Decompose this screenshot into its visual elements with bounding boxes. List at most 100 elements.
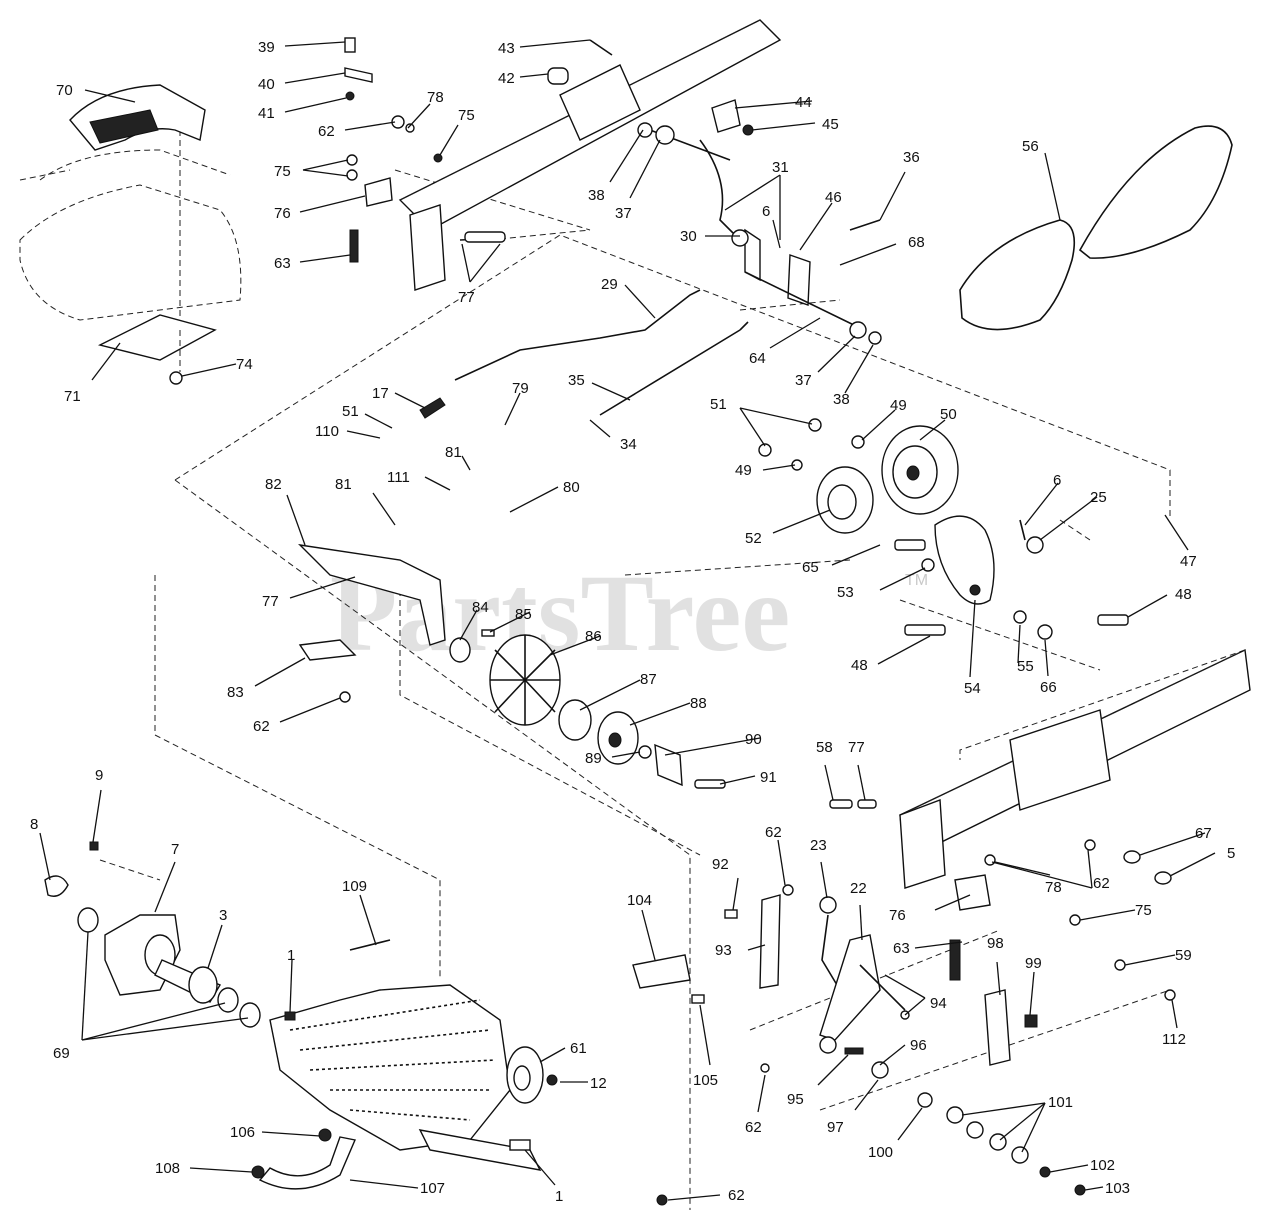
- callout-34: 34: [620, 436, 637, 453]
- callout-108: 108: [155, 1160, 180, 1177]
- callout-51: 51: [342, 403, 359, 420]
- callout-61: 61: [570, 1040, 587, 1057]
- callout-37b: 37: [795, 372, 812, 389]
- callout-62e: 62: [745, 1119, 762, 1136]
- callout-62f: 62: [728, 1187, 745, 1204]
- callout-48: 48: [1175, 586, 1192, 603]
- callout-41: 41: [258, 105, 275, 122]
- callout-106: 106: [230, 1124, 255, 1141]
- callout-62c: 62: [765, 824, 782, 841]
- callout-100: 100: [868, 1144, 893, 1161]
- callout-55: 55: [1017, 658, 1034, 675]
- callout-65: 65: [802, 559, 819, 576]
- callout-112: 112: [1162, 1031, 1186, 1048]
- callout-86: 86: [585, 628, 602, 645]
- callout-103: 103: [1105, 1180, 1130, 1197]
- callout-44: 44: [795, 94, 812, 111]
- callout-105: 105: [693, 1072, 718, 1089]
- callout-76: 76: [274, 205, 291, 222]
- callout-84: 84: [472, 599, 489, 616]
- callout-78: 78: [427, 89, 444, 106]
- callout-88: 88: [690, 695, 707, 712]
- fan-assembly: [298, 543, 726, 789]
- callout-3: 3: [219, 907, 227, 924]
- callout-67: 67: [1195, 825, 1212, 842]
- callout-75b: 75: [274, 163, 291, 180]
- callout-49b: 49: [735, 462, 752, 479]
- callout-80: 80: [563, 479, 580, 496]
- callout-77: 77: [458, 289, 475, 306]
- shift-linkage: [632, 884, 910, 1079]
- callout-31: 31: [772, 159, 789, 176]
- callout-59: 59: [1175, 947, 1192, 964]
- callout-70: 70: [56, 82, 73, 99]
- callout-95: 95: [787, 1091, 804, 1108]
- callout-labels: 39 40 41 43 42 44 45 70 62 78 75 75 76 6…: [30, 39, 1235, 1205]
- callout-79: 79: [512, 380, 529, 397]
- callout-102: 102: [1090, 1157, 1115, 1174]
- callout-25: 25: [1090, 489, 1107, 506]
- callout-37: 37: [615, 205, 632, 222]
- callout-64: 64: [749, 350, 766, 367]
- callout-42: 42: [498, 70, 515, 87]
- callout-104: 104: [627, 892, 652, 909]
- callout-62d: 62: [1093, 875, 1110, 892]
- fan-blades: [489, 634, 561, 726]
- callout-6b: 6: [1053, 472, 1061, 489]
- callout-62b: 62: [253, 718, 270, 735]
- callout-94: 94: [930, 995, 947, 1012]
- frame-upper: [398, 19, 881, 329]
- callout-107: 107: [420, 1180, 445, 1197]
- callout-81b: 81: [335, 476, 352, 493]
- callout-75: 75: [458, 107, 475, 124]
- callout-47: 47: [1180, 553, 1197, 570]
- callout-8: 8: [30, 816, 38, 833]
- callout-68: 68: [908, 234, 925, 251]
- callout-36: 36: [903, 149, 920, 166]
- callout-109: 109: [342, 878, 367, 895]
- callout-66: 66: [1040, 679, 1057, 696]
- callout-30: 30: [680, 228, 697, 245]
- callout-77c: 77: [848, 739, 865, 756]
- callout-12: 12: [590, 1075, 607, 1092]
- transmission: [251, 984, 558, 1190]
- callout-17: 17: [372, 385, 389, 402]
- callout-91: 91: [760, 769, 777, 786]
- callout-85: 85: [515, 606, 532, 623]
- callout-35: 35: [568, 372, 585, 389]
- callout-1: 1: [287, 947, 295, 964]
- hood-assembly: [19, 84, 242, 385]
- callout-99: 99: [1025, 955, 1042, 972]
- callout-78b: 78: [1045, 879, 1062, 896]
- callout-75c: 75: [1135, 902, 1152, 919]
- callout-53: 53: [837, 584, 854, 601]
- callout-81: 81: [445, 444, 462, 461]
- callout-69: 69: [53, 1045, 70, 1062]
- assembly-outlines: [19, 100, 1246, 1210]
- callout-40: 40: [258, 76, 275, 93]
- callout-97: 97: [827, 1119, 844, 1136]
- callout-77b: 77: [262, 593, 279, 610]
- callout-63b: 63: [893, 940, 910, 957]
- callout-58: 58: [816, 739, 833, 756]
- linkage-rods: [419, 289, 749, 419]
- pulley-assembly: [758, 418, 1129, 640]
- axle-hub: [44, 841, 391, 1028]
- callout-76b: 76: [889, 907, 906, 924]
- callout-1b: 1: [555, 1188, 563, 1205]
- callout-39: 39: [258, 39, 275, 56]
- callout-9: 9: [95, 767, 103, 784]
- callout-111: 111: [387, 469, 410, 486]
- callout-63: 63: [274, 255, 291, 272]
- callout-51b: 51: [710, 396, 727, 413]
- callout-87: 87: [640, 671, 657, 688]
- callout-82: 82: [265, 476, 282, 493]
- callout-74: 74: [236, 356, 253, 373]
- callout-49: 49: [890, 397, 907, 414]
- callout-23: 23: [810, 837, 827, 854]
- callout-52: 52: [745, 530, 762, 547]
- callout-7: 7: [171, 841, 179, 858]
- callout-62: 62: [318, 123, 335, 140]
- callout-6: 6: [762, 203, 770, 220]
